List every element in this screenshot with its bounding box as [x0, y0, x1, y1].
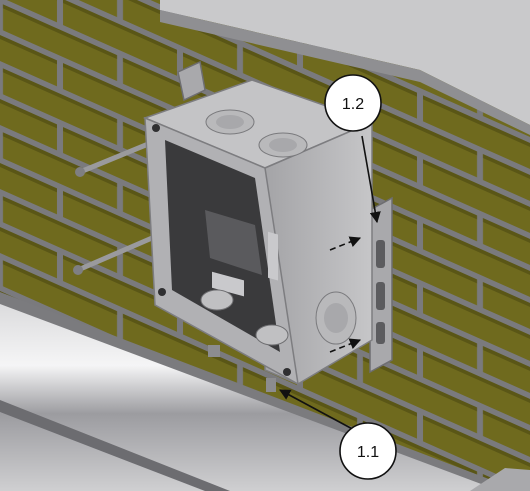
- leader-line-1-2: [361, 135, 381, 224]
- bottom-connector: [208, 345, 220, 357]
- cable-gland: [200, 289, 234, 311]
- screw-hole: [283, 368, 291, 376]
- ceiling-slab-edge: [160, 10, 530, 135]
- mounting-bracket-top: [177, 60, 206, 102]
- junction-box: [142, 79, 375, 392]
- anchor-rod-end: [73, 265, 83, 275]
- rail-lower-edge: [0, 400, 230, 491]
- anchor-rod-end: [75, 167, 85, 177]
- callout-label: 1.2: [342, 96, 364, 113]
- callout-1-2: 1.2: [324, 74, 382, 132]
- cable-gland: [255, 324, 289, 346]
- screw-hole: [158, 288, 166, 296]
- terminal-block: [212, 271, 244, 297]
- ceiling-slab: [160, 0, 530, 125]
- callout-1-1: 1.1: [339, 422, 397, 480]
- dashed-arrow: [329, 236, 362, 251]
- terminal-block: [268, 231, 278, 281]
- screw-hole: [152, 124, 160, 132]
- terminal-plate: [205, 210, 262, 275]
- bottom-connector: [266, 378, 276, 392]
- dashed-arrow: [329, 338, 362, 353]
- leader-line-1-1: [279, 389, 359, 433]
- screw-direction-arrows: [329, 236, 362, 353]
- mounting-bracket: [369, 196, 393, 374]
- rail-end: [470, 468, 530, 491]
- callout-label: 1.1: [357, 444, 379, 461]
